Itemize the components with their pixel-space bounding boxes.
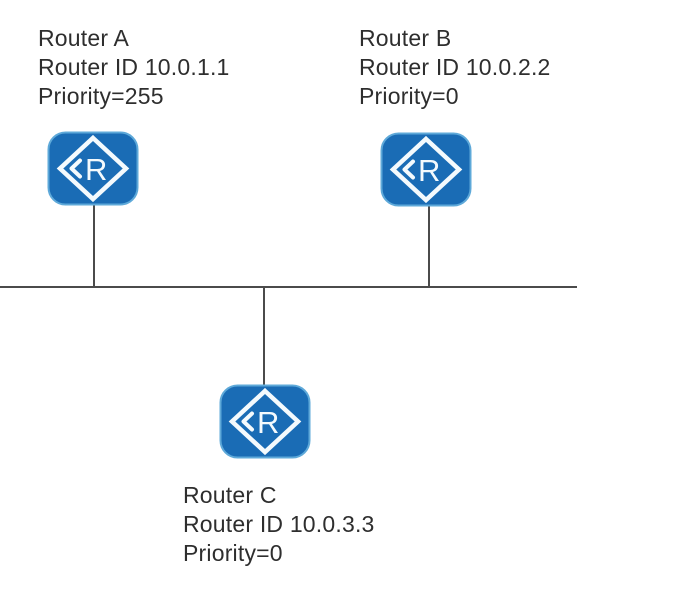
router-icon-diamond [228, 387, 302, 456]
router-icon-diamond [56, 134, 130, 203]
router-a-router-id: Router ID 10.0.1.1 [38, 54, 230, 80]
router-icon-diamond [389, 135, 463, 204]
router-b-label: Router B Router ID 10.0.2.2 Priority=0 [359, 24, 551, 111]
router-c-name: Router C [183, 482, 277, 508]
router-a-link-line [93, 204, 95, 288]
router-a-label: Router A Router ID 10.0.1.1 Priority=255 [38, 24, 230, 111]
router-b-priority: Priority=0 [359, 83, 459, 109]
router-c-link-line [263, 288, 265, 386]
ethernet-segment-line [0, 286, 577, 288]
router-icon-letter: R [257, 405, 279, 440]
router-c-icon: R [219, 384, 311, 459]
router-a-name: Router A [38, 25, 130, 51]
router-c-priority: Priority=0 [183, 540, 283, 566]
router-icon-chevron [402, 159, 415, 180]
router-a-priority: Priority=255 [38, 83, 164, 109]
router-c-label: Router C Router ID 10.0.3.3 Priority=0 [183, 481, 375, 568]
router-icon-background [219, 384, 311, 459]
router-icon-background [47, 131, 139, 206]
router-b-router-id: Router ID 10.0.2.2 [359, 54, 551, 80]
router-b-name: Router B [359, 25, 452, 51]
router-b-link-line [428, 205, 430, 288]
router-a-icon: R [47, 131, 139, 206]
router-icon-letter: R [85, 152, 107, 187]
router-c-router-id: Router ID 10.0.3.3 [183, 511, 375, 537]
router-icon-chevron [69, 158, 82, 179]
router-icon-letter: R [418, 153, 440, 188]
router-b-icon: R [380, 132, 472, 207]
router-icon-chevron [241, 411, 254, 432]
router-icon-background [380, 132, 472, 207]
